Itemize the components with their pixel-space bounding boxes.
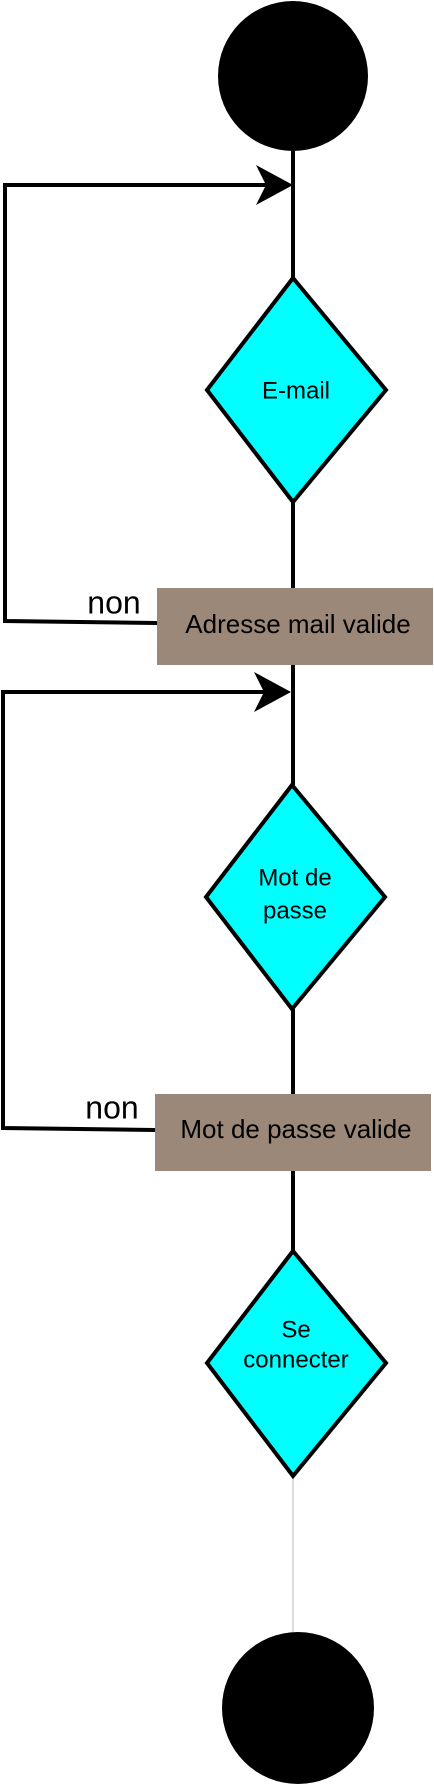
decision-connect-label-line1: Se bbox=[281, 1316, 310, 1343]
start-node bbox=[218, 1, 368, 151]
edge-label-email-retry: non bbox=[87, 584, 140, 620]
decision-password-shape bbox=[203, 781, 388, 1013]
decision-email-label: E-mail bbox=[262, 377, 330, 404]
condition-email-valid-label: Adresse mail valide bbox=[185, 609, 410, 639]
decision-email-shape bbox=[204, 274, 389, 506]
decision-connect-shape bbox=[204, 1247, 389, 1480]
decision-connect-label-line2: connecter bbox=[243, 1346, 348, 1373]
decision-password-label-line2: passe bbox=[263, 897, 327, 924]
condition-email-valid-box bbox=[157, 588, 433, 665]
decision-connect: Se connecter bbox=[204, 1247, 389, 1480]
condition-email-valid: Adresse mail valide bbox=[157, 588, 433, 665]
condition-password-valid: Mot de passe valide bbox=[155, 1094, 431, 1171]
decision-email: E-mail bbox=[204, 274, 389, 506]
decision-password-label-line1: Mot de bbox=[258, 864, 331, 891]
arrowhead-password bbox=[254, 672, 291, 712]
loop-email-retry bbox=[3, 183, 270, 625]
edge-label-password-retry: non bbox=[85, 1089, 138, 1125]
loop-password-retry bbox=[1, 690, 268, 1132]
condition-password-valid-label: Mot de passe valide bbox=[180, 1114, 411, 1144]
end-node bbox=[222, 1632, 374, 1784]
condition-password-valid-box bbox=[155, 1094, 431, 1171]
decision-password: Mot de passe bbox=[203, 781, 388, 1013]
arrowhead-email bbox=[256, 165, 293, 205]
